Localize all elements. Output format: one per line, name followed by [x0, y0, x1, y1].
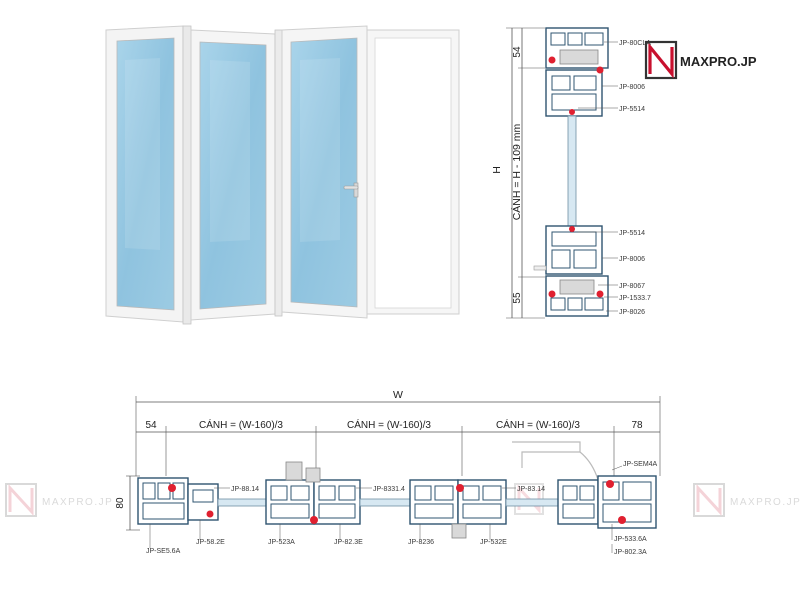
part-label: JP-533.6A	[614, 536, 647, 543]
watermark-left: MAXPRO.JP	[5, 483, 113, 517]
window-handle-icon	[343, 182, 359, 198]
sash-width-label: CÁNH = (W-160)/3	[199, 418, 283, 431]
bottom-dimension-label: 55	[512, 292, 523, 304]
top-profile	[545, 27, 609, 117]
part-label: JP-82.3E	[334, 539, 363, 546]
height-dimension-label: 80	[115, 497, 126, 509]
part-label: JP-8331.4	[373, 486, 405, 493]
left-dimension-label: 54	[145, 420, 157, 431]
bottom-profile	[533, 225, 609, 317]
glass-section	[567, 115, 577, 227]
door-panel-2	[190, 29, 276, 321]
part-label: JP-5514	[619, 230, 645, 237]
watermark-right: MAXPRO.JP	[693, 483, 800, 517]
part-label: JP-80CLA	[619, 40, 651, 47]
part-label: JP-1533.7	[619, 295, 651, 302]
sash-height-label: CÁNH = H - 109 mm	[510, 123, 523, 220]
part-label: JP-5514	[619, 106, 645, 113]
brand-logo: MAXPRO.JP	[644, 40, 757, 80]
horizontal-bottom-labels: JP-SE5.6A JP-58.2E JP-523A JP-82.3E JP-8…	[146, 520, 647, 556]
door-panel-3	[281, 25, 368, 319]
part-label: JP-8236	[408, 539, 434, 546]
watermark-logo-icon	[693, 483, 725, 517]
height-label: H	[491, 166, 503, 174]
sash-width-label: CÁNH = (W-160)/3	[347, 418, 431, 431]
vertical-section-labels: JP-80CLA JP-8006 JP-5514 JP-5514 JP-8006…	[578, 40, 651, 316]
right-dimension-label: 78	[631, 420, 643, 431]
part-label: JP-8026	[619, 309, 645, 316]
hinge-icon	[182, 25, 192, 325]
horizontal-profile-chain	[137, 441, 657, 539]
part-label: JP-SE5.6A	[146, 548, 181, 555]
hinge-icon	[274, 29, 283, 317]
horizontal-top-labels: JP-88.14 JP-8331.4 JP-83.14 JP-SEM4A	[214, 461, 658, 493]
door-panel-1	[105, 25, 184, 323]
part-label: JP-8067	[619, 283, 645, 290]
watermark-text: MAXPRO.JP	[730, 497, 800, 508]
part-label: JP-8006	[619, 84, 645, 91]
part-label: JP-802.3A	[614, 549, 647, 556]
top-dimension-label: 54	[512, 46, 523, 58]
part-label: JP-8006	[619, 256, 645, 263]
watermark-logo-icon	[5, 483, 37, 517]
door-outer-frame	[366, 29, 460, 315]
width-label: W	[393, 389, 403, 401]
part-label: JP-83.14	[517, 486, 545, 493]
part-label: JP-SEM4A	[623, 461, 658, 468]
sash-width-label: CÁNH = (W-160)/3	[496, 418, 580, 431]
brand-logo-icon	[644, 40, 678, 80]
brand-name: MAXPRO.JP	[680, 54, 757, 69]
horizontal-section-drawing: W 54 CÁNH = (W-160)/3 CÁNH = (W-160)/3 C…	[115, 389, 661, 556]
watermark-text: MAXPRO.JP	[42, 497, 113, 508]
part-label: JP-58.2E	[196, 539, 225, 546]
folding-door-illustration	[105, 25, 460, 325]
part-label: JP-523A	[268, 539, 295, 546]
vertical-section-drawing: 54 55 H CÁNH = H - 109 mm	[491, 27, 651, 319]
part-label: JP-532E	[480, 539, 507, 546]
part-label: JP-88.14	[231, 486, 259, 493]
